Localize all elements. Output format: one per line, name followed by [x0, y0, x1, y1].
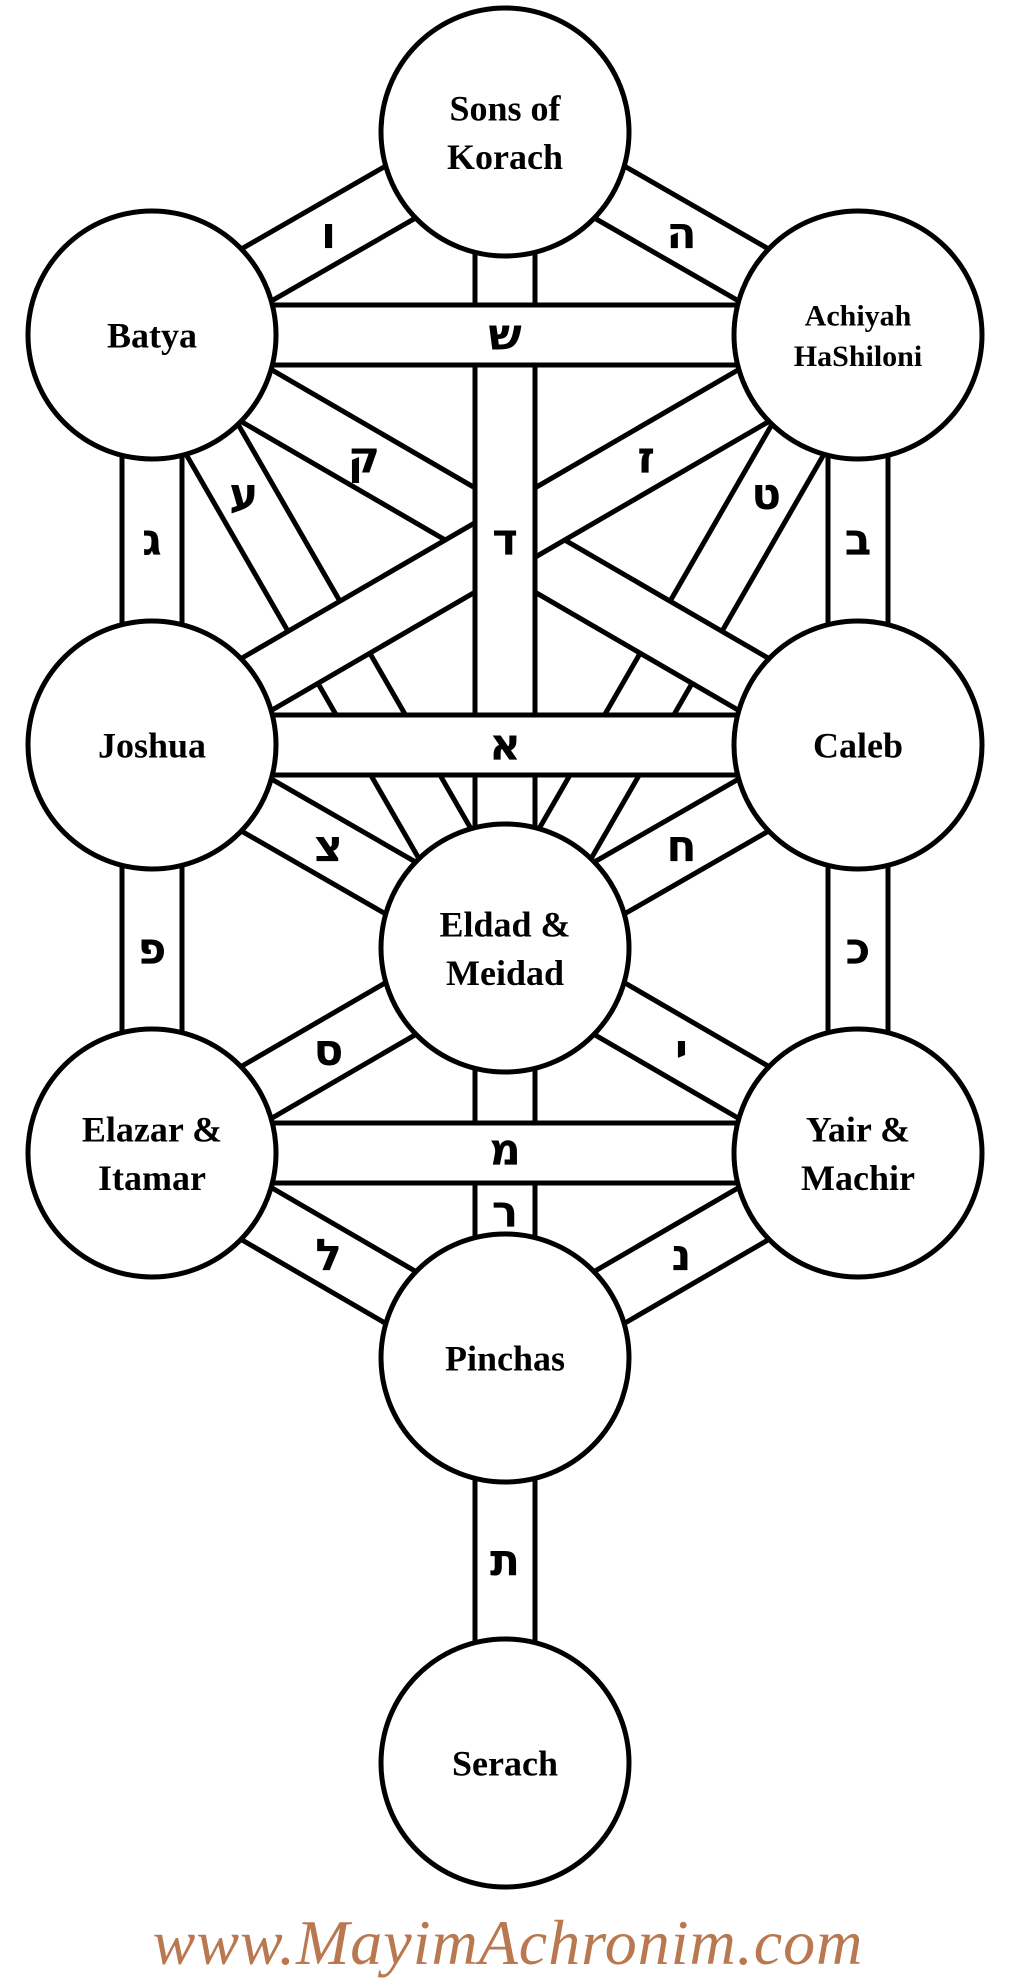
path-letter: צ [314, 821, 343, 872]
node-circle [731, 618, 985, 872]
path-letter: ד [492, 515, 518, 566]
path-band [152, 715, 858, 775]
node-caleb: Caleb [731, 618, 985, 872]
node-label: Sons of [449, 88, 561, 128]
node-label: Korach [447, 137, 563, 177]
node-serach: Serach [378, 1636, 632, 1890]
node-label: Serach [452, 1744, 558, 1784]
node-yair: Yair & Machir [731, 1026, 985, 1280]
node-label: Achiyah [805, 299, 912, 332]
path-letter: ה [666, 208, 696, 259]
path-letter: ל [315, 1230, 342, 1281]
node-circle [378, 1636, 632, 1890]
path-letter: נ [672, 1230, 692, 1281]
node-joshua: Joshua [25, 618, 279, 872]
path-letter: ח [666, 821, 696, 872]
path-letter: ו [321, 208, 336, 259]
node-circle [731, 208, 985, 462]
node-circle [378, 821, 632, 1075]
path-letter: ס [314, 1025, 344, 1076]
node-circle [378, 1231, 632, 1485]
letters-layer: ע ט ק ז ו ה ג ב צ ח פ כ ס י ל נ ד ר ת ש א מ [138, 208, 872, 1586]
path-letter: א [489, 720, 521, 771]
node-label: Pinchas [445, 1339, 565, 1379]
path-letter: ז [637, 433, 655, 484]
node-label: Joshua [98, 726, 206, 766]
node-label: Meidad [446, 953, 564, 993]
node-circle [378, 5, 632, 259]
node-label: HaShiloni [794, 340, 922, 373]
node-label: Eldad & [439, 904, 570, 944]
node-circle [25, 618, 279, 872]
node-label: Caleb [813, 726, 903, 766]
node-pinchas: Pinchas [378, 1231, 632, 1485]
path-letter: פ [138, 924, 167, 975]
path-band [152, 1123, 858, 1183]
node-eldad: Eldad & Meidad [378, 821, 632, 1075]
node-label: Elazar & [82, 1109, 222, 1149]
path-letter: ע [229, 469, 258, 520]
node-label: Itamar [98, 1158, 206, 1198]
path-letter: ר [492, 1187, 519, 1238]
path-letter: ג [142, 515, 162, 566]
node-label: Machir [801, 1158, 915, 1198]
path-letter: י [675, 1025, 688, 1076]
path-letter: כ [846, 924, 871, 975]
path-letter: ת [490, 1535, 520, 1586]
path-band [152, 305, 858, 365]
node-circle [25, 1026, 279, 1280]
node-circle [731, 1026, 985, 1280]
node-label: Batya [107, 316, 197, 356]
node-batya: Batya [25, 208, 279, 462]
website-watermark: www.MayimAchronim.com [152, 1907, 864, 1978]
node-korach: Sons of Korach [378, 5, 632, 259]
node-elazar: Elazar & Itamar [25, 1026, 279, 1280]
node-circle [25, 208, 279, 462]
path-letter: ש [488, 310, 521, 361]
path-letter: ב [845, 515, 872, 566]
node-label: Yair & [806, 1109, 910, 1149]
path-letter: מ [489, 1125, 521, 1176]
path-letter: ק [348, 433, 380, 484]
path-letter: ט [751, 469, 781, 520]
